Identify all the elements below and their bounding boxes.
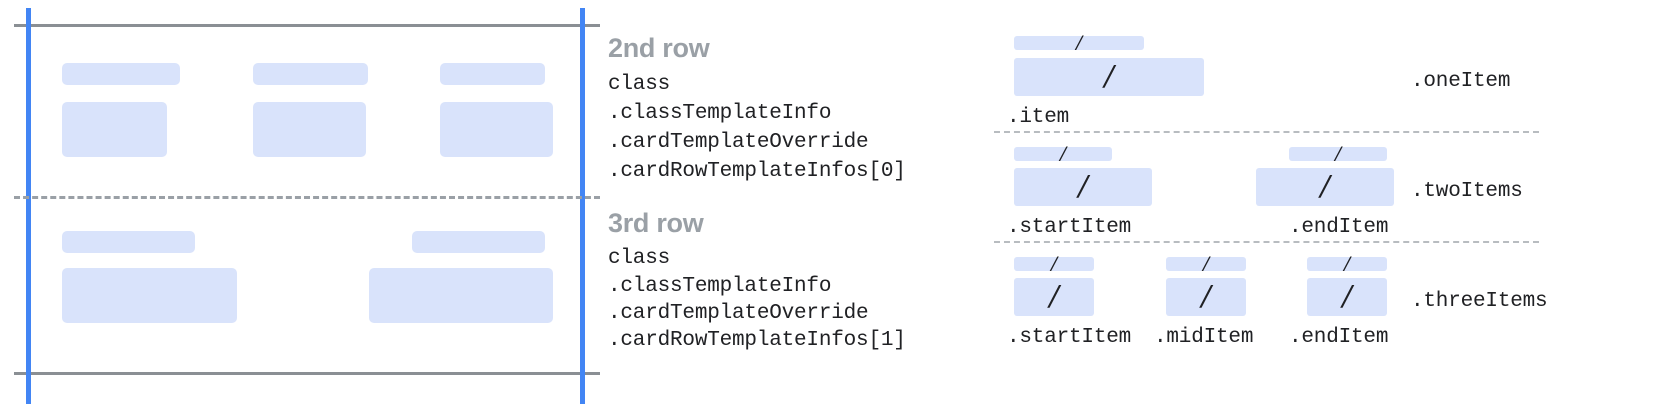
row2-cell2-label-placeholder xyxy=(253,63,368,85)
threeItems-group-label: .threeItems xyxy=(1411,290,1548,313)
threeItems-midItem-label: .midItem xyxy=(1154,326,1254,349)
twoItems-startItem-small-bar: / xyxy=(1014,143,1112,165)
annotation-1-title: 3rd row xyxy=(608,208,704,238)
oneItem-item-small-bar: / xyxy=(1014,32,1144,54)
twoItems-startItem-big-bar: / xyxy=(1014,168,1152,206)
row2-cell1-label-placeholder xyxy=(62,63,180,85)
card-top-boundary-line xyxy=(14,24,600,27)
oneItem-item-label: .item xyxy=(1007,106,1070,129)
card-row-divider xyxy=(14,196,600,199)
slash-icon: / xyxy=(1343,251,1351,276)
threeItems-startItem-small-bar: / xyxy=(1014,253,1094,275)
threeItems-startItem-label: .startItem xyxy=(1007,326,1132,349)
slash-icon: / xyxy=(1059,141,1067,166)
row3-cell1-content-placeholder xyxy=(62,268,237,323)
row2-cell3-label-placeholder xyxy=(440,63,545,85)
slash-icon: / xyxy=(1202,251,1210,276)
oneItem-item-big-bar: / xyxy=(1014,58,1204,96)
annotation-0-code-2: .cardTemplateOverride xyxy=(608,131,869,154)
annotation-0-code-1: .classTemplateInfo xyxy=(608,102,832,125)
slash-icon: / xyxy=(1075,30,1083,55)
item-layout-samples: / / .item .oneItem / / .startItem / / .e… xyxy=(994,0,1676,412)
card-left-guide-line xyxy=(26,8,31,404)
annotations-panel: 2nd row class .classTemplateInfo .cardTe… xyxy=(604,0,994,412)
twoItems-group-label: .twoItems xyxy=(1411,180,1523,203)
twoItems-endItem-small-bar: / xyxy=(1289,143,1387,165)
card-template-diagram xyxy=(0,0,600,412)
slash-icon: / xyxy=(1201,278,1211,315)
sample-separator-1 xyxy=(994,131,1539,133)
card-right-guide-line xyxy=(580,8,585,404)
threeItems-midItem-small-bar: / xyxy=(1166,253,1246,275)
threeItems-endItem-small-bar: / xyxy=(1307,253,1387,275)
row3-cell2-content-placeholder xyxy=(369,268,553,323)
threeItems-endItem-label: .endItem xyxy=(1289,326,1389,349)
slash-icon: / xyxy=(1078,168,1088,205)
oneItem-group-label: .oneItem xyxy=(1411,70,1511,93)
annotation-0-title: 2nd row xyxy=(608,33,710,63)
annotation-1-code-1: .classTemplateInfo xyxy=(608,275,832,298)
sample-separator-2 xyxy=(994,241,1539,243)
row3-cell2-label-placeholder xyxy=(412,231,545,253)
slash-icon: / xyxy=(1104,58,1114,95)
slash-icon: / xyxy=(1320,168,1330,205)
row2-cell1-content-placeholder xyxy=(62,102,167,157)
row2-cell3-content-placeholder xyxy=(440,102,553,157)
annotation-0-code-0: class xyxy=(608,73,671,96)
threeItems-startItem-big-bar: / xyxy=(1014,278,1094,316)
slash-icon: / xyxy=(1050,251,1058,276)
annotation-1-code-0: class xyxy=(608,247,671,270)
threeItems-endItem-big-bar: / xyxy=(1307,278,1387,316)
slash-icon: / xyxy=(1342,278,1352,315)
annotation-0-code-3: .cardRowTemplateInfos[0] xyxy=(608,160,906,183)
twoItems-endItem-big-bar: / xyxy=(1256,168,1394,206)
annotation-1-code-3: .cardRowTemplateInfos[1] xyxy=(608,329,906,352)
row3-cell1-label-placeholder xyxy=(62,231,195,253)
twoItems-endItem-label: .endItem xyxy=(1289,216,1389,239)
annotation-1-code-2: .cardTemplateOverride xyxy=(608,302,869,325)
slash-icon: / xyxy=(1049,278,1059,315)
slash-icon: / xyxy=(1334,141,1342,166)
twoItems-startItem-label: .startItem xyxy=(1007,216,1132,239)
row2-cell2-content-placeholder xyxy=(253,102,366,157)
card-bottom-boundary-line xyxy=(14,372,600,375)
threeItems-midItem-big-bar: / xyxy=(1166,278,1246,316)
